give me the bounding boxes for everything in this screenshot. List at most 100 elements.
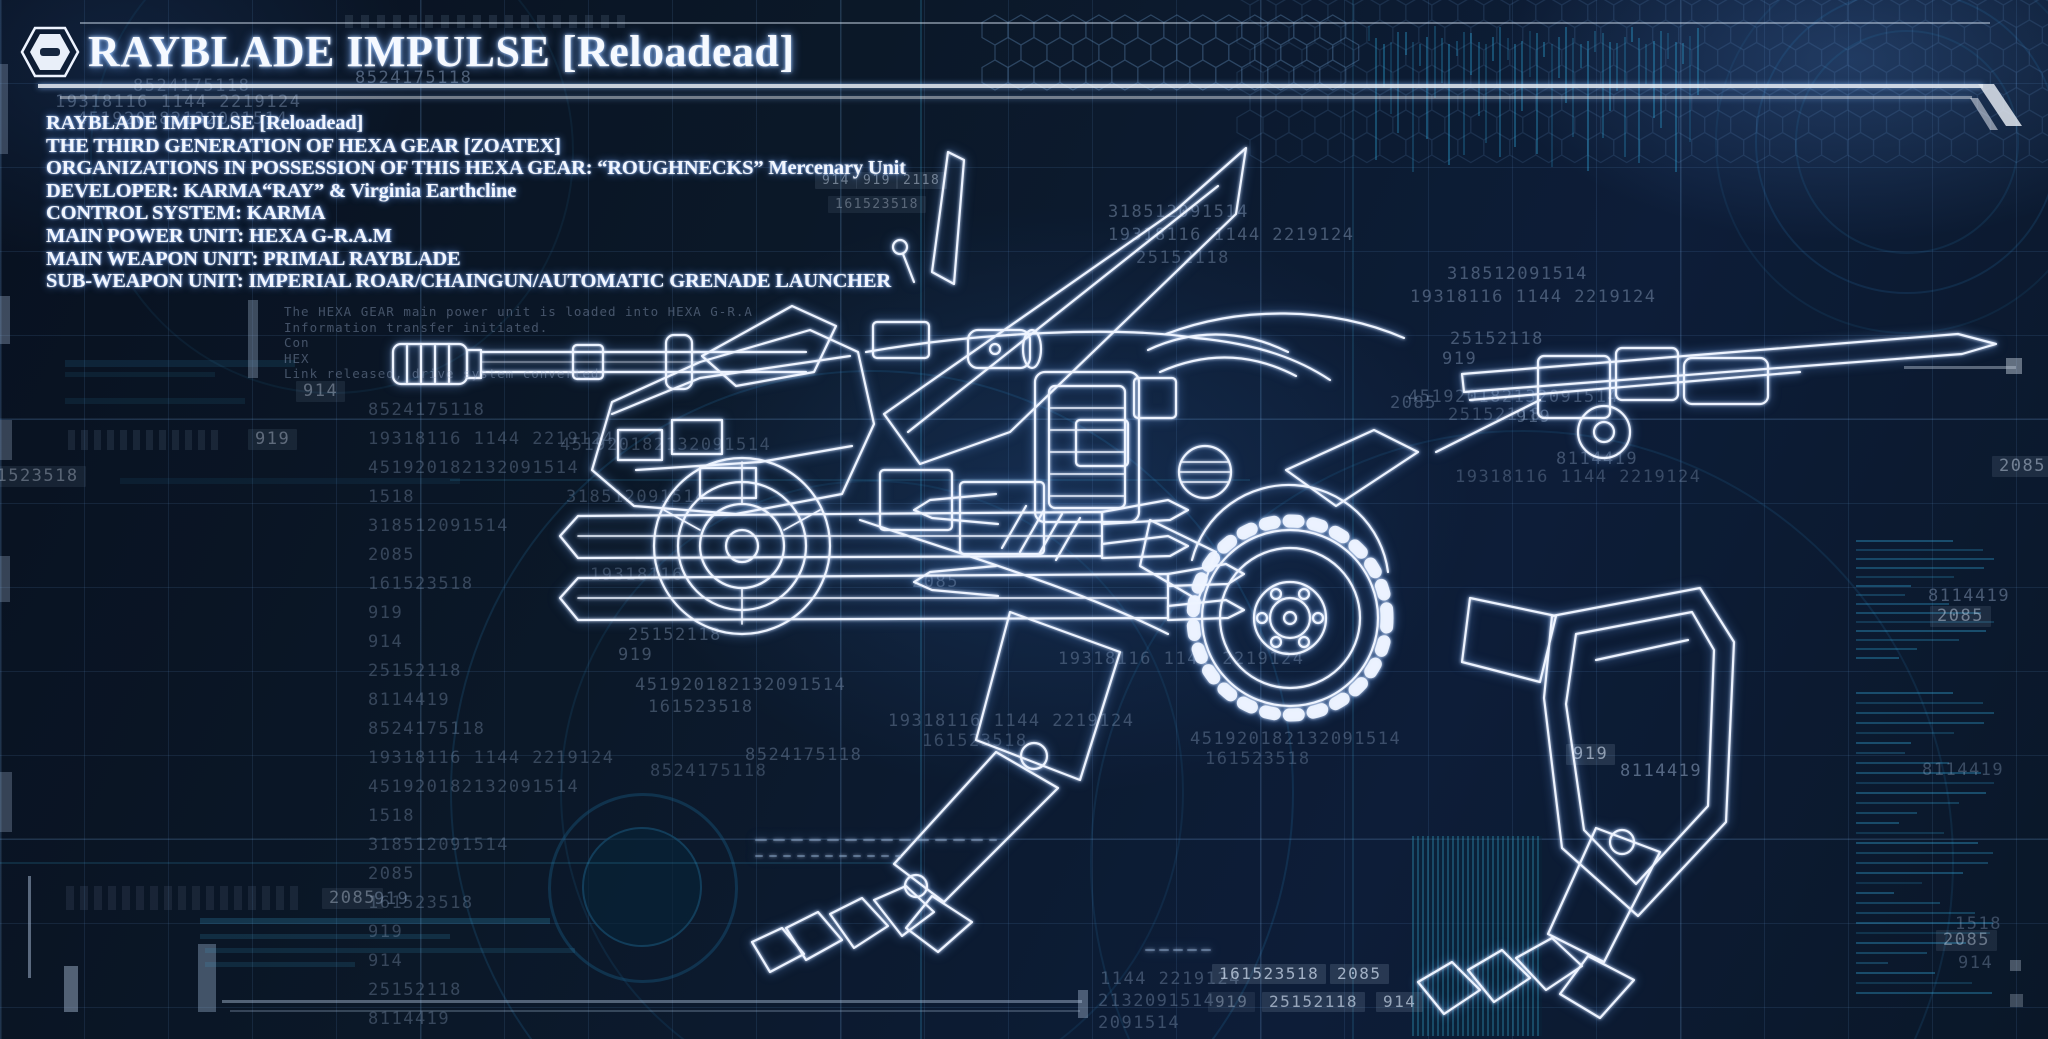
background-number: 19318116 bbox=[590, 565, 684, 585]
background-number: 914 bbox=[1958, 953, 1994, 973]
teal-bar-2 bbox=[200, 934, 450, 939]
log-bracket bbox=[248, 300, 258, 378]
background-number: 451920182132091514 bbox=[1190, 729, 1402, 749]
background-number: 914 bbox=[368, 951, 404, 971]
number-tag: 2085 bbox=[1936, 930, 1997, 951]
bracket-hline-2 bbox=[230, 1010, 1080, 1012]
background-number: 8114419 bbox=[1922, 760, 2005, 780]
edge-chip-1 bbox=[0, 64, 8, 154]
background-number: 161523518 bbox=[922, 731, 1028, 751]
background-number: 25152118 bbox=[1450, 329, 1544, 349]
background-number: 1518 bbox=[368, 806, 415, 826]
teal-bar-3 bbox=[205, 948, 575, 953]
number-tag: 919 bbox=[1566, 744, 1616, 765]
background-number: 8524175118 bbox=[745, 745, 863, 765]
spec-line: RAYBLADE IMPULSE [Reloadead] bbox=[46, 112, 364, 134]
background-number: 919 bbox=[374, 889, 410, 909]
number-tag: 919 bbox=[1208, 992, 1256, 1012]
background-number: 914 bbox=[368, 632, 404, 652]
ring-dark-fill bbox=[582, 827, 702, 947]
background-number: 8114419 bbox=[1928, 586, 2011, 606]
background-number: 451920182132091514 bbox=[77, 109, 289, 129]
number-tag: 919 bbox=[856, 172, 898, 189]
background-number: 19318116 1144 2219124 bbox=[55, 92, 302, 112]
measure-dashes bbox=[756, 840, 1210, 950]
spec-line: MAIN WEAPON UNIT: PRIMAL RAYBLADE bbox=[46, 247, 461, 270]
background-number: 19318116 1144 2219124 bbox=[368, 429, 615, 449]
background-number: 161523518 bbox=[1205, 749, 1311, 769]
number-tag: 25152118 bbox=[1262, 992, 1366, 1012]
teal-bar-7 bbox=[65, 398, 245, 404]
number-tag: 161523518 bbox=[1212, 964, 1327, 984]
teal-bar-1 bbox=[200, 918, 550, 924]
wing-blade bbox=[884, 148, 1246, 464]
number-tag: 161523518 bbox=[828, 196, 926, 213]
number-tag: 2085 bbox=[1992, 456, 2048, 477]
front-leg bbox=[752, 612, 1120, 972]
accent-gridline-v2 bbox=[1352, 0, 1354, 1039]
background-number: 318512091514 bbox=[1108, 202, 1249, 222]
log-line: The HEXA GEAR main power unit is loaded … bbox=[284, 304, 753, 319]
background-number: 2085 bbox=[1390, 393, 1437, 413]
background-number: 25152118 bbox=[1136, 248, 1230, 268]
number-tag: 914 bbox=[1376, 992, 1424, 1012]
background-number: 19318116 1144 2219124 bbox=[888, 711, 1135, 731]
background-number: 161523518 bbox=[368, 574, 474, 594]
background-number: 8114419 bbox=[368, 690, 451, 710]
number-tag: 914 bbox=[296, 381, 346, 402]
bracket-block-2 bbox=[198, 944, 216, 1012]
pointer-square bbox=[2006, 358, 2022, 374]
background-number: 161523518 bbox=[648, 697, 754, 717]
teal-bar-8 bbox=[120, 478, 460, 484]
log-line: Information transfer initiated. bbox=[284, 319, 549, 335]
corner-square-1 bbox=[2010, 960, 2021, 971]
background-number: 19318116 1144 2219124 bbox=[1108, 225, 1355, 245]
background-number: 25152118 bbox=[368, 661, 462, 681]
background-number: 1518 bbox=[1955, 914, 2002, 934]
number-tag: 161523518 bbox=[0, 466, 86, 487]
background-number: 8524175118 bbox=[650, 761, 768, 781]
number-tag: 2085 bbox=[1930, 606, 1991, 627]
number-tag: 2085 bbox=[1330, 964, 1389, 984]
number-tag: 919 bbox=[248, 429, 298, 450]
background-number: 451920182132091514 bbox=[560, 435, 772, 455]
radiator-box bbox=[1035, 372, 1139, 522]
spec-line: CONTROL SYSTEM: KARMA bbox=[46, 202, 326, 225]
bracket-block-1 bbox=[64, 966, 78, 1012]
background-number: 161523518 bbox=[368, 893, 474, 913]
background-number: 8114419 bbox=[368, 1009, 451, 1029]
accent-gridline-h2 bbox=[450, 479, 1250, 481]
log-line: Link released, drive system converted bbox=[284, 366, 600, 381]
front-wheel bbox=[654, 458, 830, 634]
edge-chip-5 bbox=[0, 772, 12, 832]
spec-line: ORGANIZATIONS IN POSSESSION OF THIS HEXA… bbox=[46, 157, 906, 180]
teal-bar-5 bbox=[65, 360, 295, 367]
ring-dark-outer bbox=[548, 793, 738, 983]
accent-gridline-v1 bbox=[920, 0, 922, 1039]
number-tag: 2118 bbox=[896, 172, 948, 189]
spec-line: THE THIRD GENERATION OF HEXA GEAR [ZOATE… bbox=[46, 134, 561, 157]
spec-line: DEVELOPER: KARMA“RAY” & Virginia Earthcl… bbox=[46, 179, 517, 202]
background-number: 919 bbox=[1442, 349, 1478, 369]
background-number: 2132091514 bbox=[1098, 991, 1216, 1011]
background-number: 25152118 bbox=[368, 980, 462, 1000]
hull-canopy bbox=[592, 306, 874, 514]
system-log: The HEXA GEAR main power unit is loaded … bbox=[284, 304, 753, 382]
spec-line: SUB-WEAPON UNIT: IMPERIAL ROAR/CHAINGUN/… bbox=[46, 270, 892, 293]
background-number: 2085 bbox=[368, 864, 415, 884]
background-number: 318512091514 bbox=[1447, 264, 1588, 284]
bracket-hline-1 bbox=[222, 1000, 1082, 1003]
number-tag: 914 bbox=[815, 172, 857, 189]
background-number: 8114419 bbox=[1620, 761, 1703, 781]
accent-gridline-h1 bbox=[0, 862, 900, 864]
hexagon-emblem-icon bbox=[20, 26, 80, 78]
background-number: 25152118 bbox=[628, 625, 722, 645]
background-number: 2085 bbox=[368, 545, 415, 565]
background-number: 919 bbox=[368, 922, 404, 942]
teal-bar-4 bbox=[205, 962, 355, 967]
header-underline-1 bbox=[38, 84, 1983, 88]
background-number: 2091514 bbox=[1098, 1013, 1181, 1033]
header-underline-end bbox=[1970, 84, 2022, 130]
